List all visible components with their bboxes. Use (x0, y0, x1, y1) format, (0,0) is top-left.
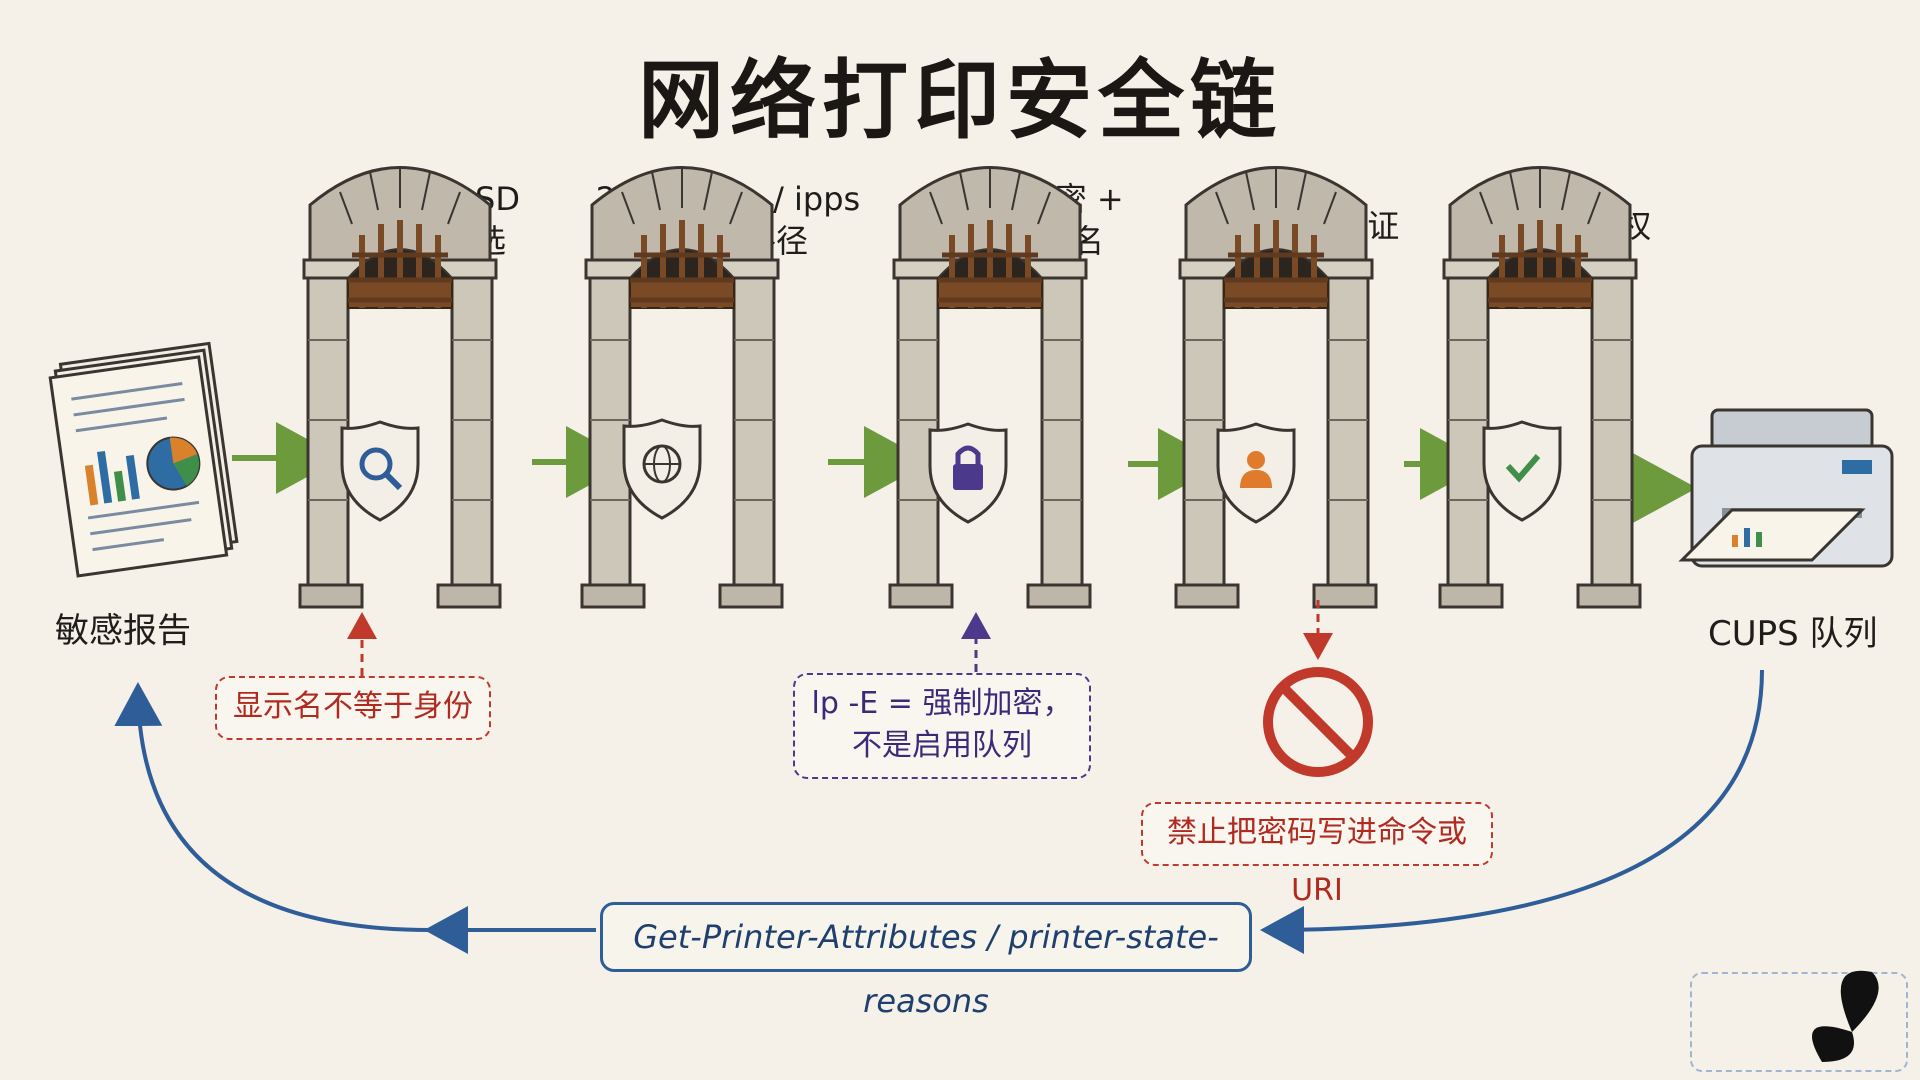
document-stack-icon (48, 341, 239, 578)
step-3-note-line-1: lp -E = 强制加密， (811, 686, 1073, 721)
target-label: CUPS 队列 (1708, 614, 1878, 654)
step-1-note: 显示名不等于身份 (215, 676, 491, 740)
step-3-note: lp -E = 强制加密， 不是启用队列 (793, 673, 1091, 779)
check-shield-icon (1482, 420, 1562, 522)
printer-icon (1678, 408, 1894, 568)
prohibited-icon (1263, 667, 1373, 777)
logo-frame (1690, 972, 1908, 1072)
callback-box: Get-Printer-Attributes / printer-state-r… (600, 902, 1252, 1020)
butterfly-logo-icon (1812, 970, 1879, 1062)
step-3-note-line-2: 不是启用队列 (852, 728, 1032, 763)
gate-1 (300, 166, 500, 607)
gate-2 (582, 166, 782, 607)
gate-3 (890, 166, 1090, 607)
feedback-arrow-from-printer (1260, 669, 1764, 954)
feedback-arrow-to-source (114, 682, 431, 932)
page-title: 网络打印安全链 (638, 51, 1282, 151)
gate-4 (1176, 166, 1376, 607)
lock-shield-icon (928, 422, 1008, 524)
globe-shield-icon (622, 418, 702, 520)
step-4-note: 禁止把密码写进命令或URI (1141, 802, 1493, 908)
search-shield-icon (340, 420, 420, 522)
gate-5 (1440, 166, 1640, 607)
source-label: 敏感报告 (55, 611, 191, 651)
user-shield-icon (1216, 422, 1296, 524)
